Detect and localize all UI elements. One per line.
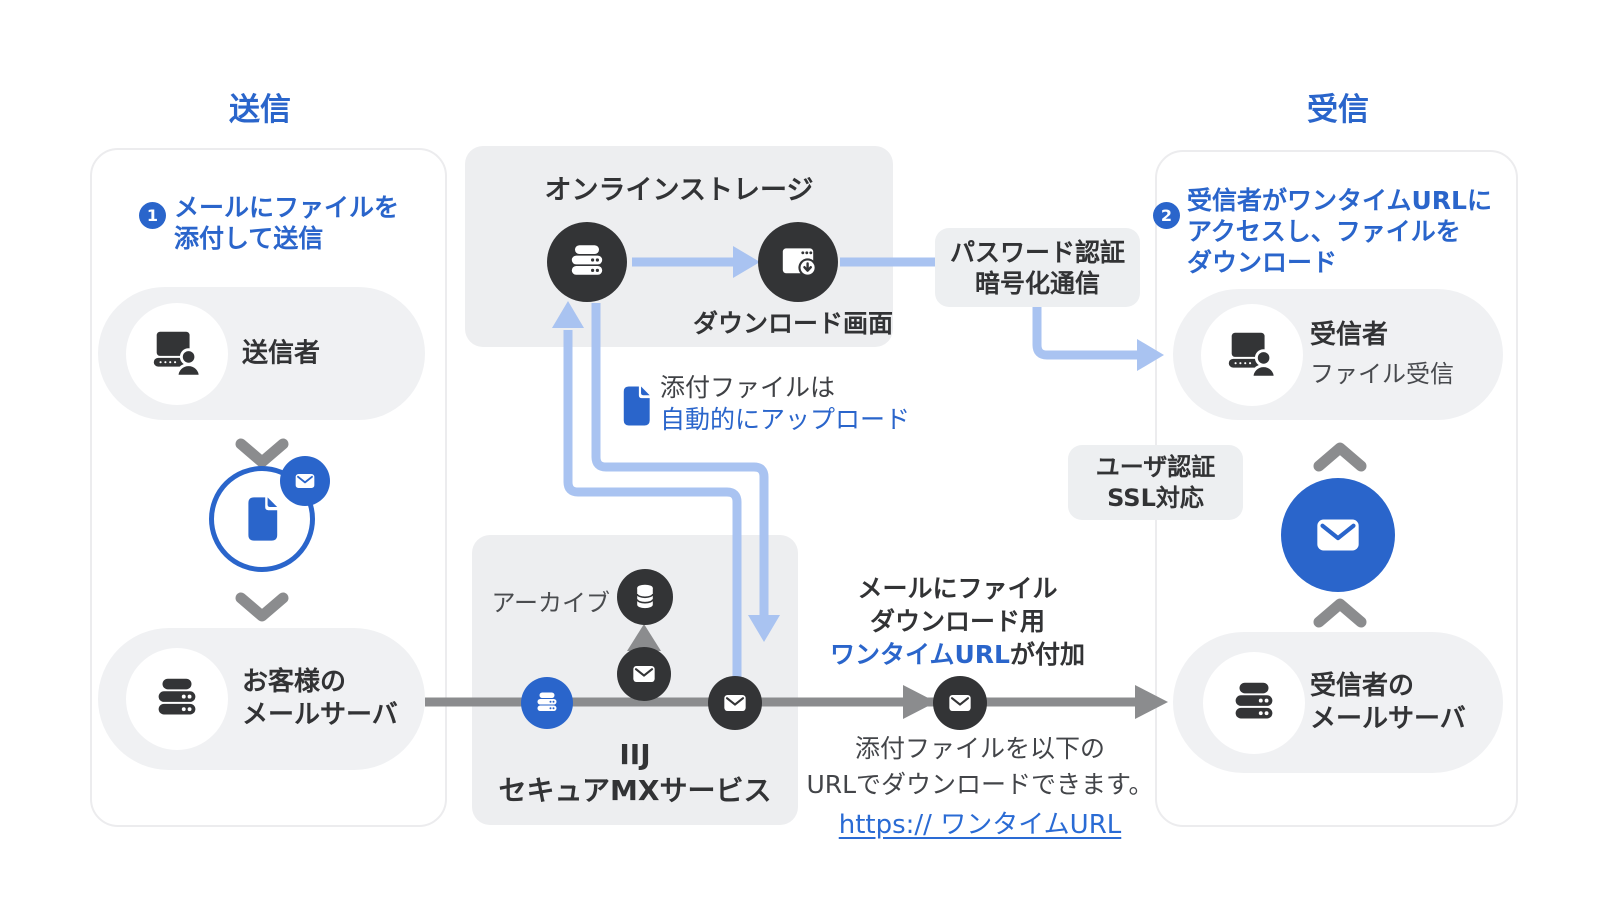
mail-body-line: URLでダウンロードできます。	[806, 770, 1154, 799]
database-icon	[627, 579, 663, 615]
password-to-receiver-arrow	[1032, 307, 1138, 360]
iij-service-name: IIJ セキュアMXサービス	[472, 737, 798, 809]
user-auth-label: ユーザ認証	[1095, 452, 1216, 481]
upload-note-line: 添付ファイルは	[660, 373, 836, 402]
url-mail-node	[933, 676, 987, 730]
step-text-line: 添付して送信	[174, 224, 324, 253]
ssl-label: SSL対応	[1107, 483, 1204, 512]
password-auth-box: パスワード認証 暗号化通信	[935, 228, 1140, 307]
step-text-line: アクセスし、ファイルを	[1187, 217, 1461, 246]
url-note-line: ダウンロード用	[869, 607, 1045, 636]
mail-icon	[944, 687, 976, 719]
mail-icon	[719, 687, 751, 719]
receiver-mail-server-label: メールサーバ	[1310, 703, 1466, 734]
sender-node: 送信者	[98, 287, 425, 420]
laptop-user-icon	[126, 302, 228, 405]
mail-icon	[291, 467, 319, 495]
storage-server-node	[547, 222, 627, 302]
iij-gateway-node	[521, 677, 573, 729]
mail-flow-arrowhead-1	[903, 685, 936, 719]
receiver-node: 受信者 ファイル受信	[1173, 289, 1503, 420]
send-title: 送信	[229, 92, 291, 128]
online-storage-title: オンラインストレージ	[544, 175, 814, 206]
receiver-mail-server-label: 受信者の	[1310, 670, 1415, 701]
url-note-rest: が付加	[1009, 640, 1085, 669]
document-icon	[242, 495, 282, 543]
iij-name-line: IIJ	[619, 738, 651, 771]
mail-flow-arrowhead-2	[1135, 685, 1168, 719]
receiver-sub-label: ファイル受信	[1310, 359, 1454, 388]
url-note-line: ワンタイムURLが付加	[800, 638, 1115, 671]
server-icon	[563, 238, 611, 286]
receiver-mail-server-node: 受信者の メールサーバ	[1173, 632, 1503, 773]
password-auth-label: パスワード認証	[949, 237, 1125, 267]
step-1-badge: 1	[139, 202, 166, 229]
step-text-line: メールにファイルを	[174, 193, 400, 222]
upload-note: 添付ファイルは 自動的にアップロード	[660, 372, 910, 436]
download-screen-node	[758, 222, 838, 302]
archive-label: アーカイブ	[491, 589, 610, 617]
upload-arrow	[563, 330, 742, 678]
onetime-url-accent: ワンタイムURL	[830, 640, 1010, 669]
encrypted-comm-label: 暗号化通信	[974, 268, 1100, 298]
receiver-label: 受信者	[1310, 319, 1389, 350]
receive-mail-node	[1281, 478, 1395, 592]
step-2-badge: 2	[1153, 202, 1180, 229]
customer-mail-server-node: お客様の メールサーバ	[98, 628, 425, 770]
onetime-url-note: メールにファイル ダウンロード用 ワンタイムURLが付加	[800, 572, 1115, 671]
customer-mail-server-label: メールサーバ	[242, 700, 398, 730]
url-return-arrow	[591, 303, 769, 616]
step-text-line: 受信者がワンタイムURLに	[1187, 186, 1492, 215]
mail-body-note: 添付ファイルを以下の URLでダウンロードできます。 https:// ワンタイ…	[780, 731, 1180, 843]
document-icon	[618, 384, 654, 432]
iij-name-line: セキュアMXサービス	[498, 774, 772, 807]
step-2-text: 受信者がワンタイムURLに アクセスし、ファイルを ダウンロード	[1187, 185, 1492, 278]
chevron-down-icon	[235, 592, 289, 622]
url-note-line: メールにファイル	[857, 574, 1058, 603]
archive-node	[617, 569, 673, 625]
server-icon	[126, 648, 228, 750]
archive-mail-node	[617, 647, 671, 701]
onetime-url-link[interactable]: https:// ワンタイムURL	[838, 810, 1122, 840]
mail-badge	[280, 456, 330, 506]
download-screen-label: ダウンロード画面	[692, 309, 893, 338]
archive-arrowhead	[627, 624, 661, 651]
chevron-up-icon	[1313, 442, 1367, 472]
user-auth-box: ユーザ認証 SSL対応	[1068, 445, 1243, 520]
mail-icon	[628, 658, 660, 690]
step-1-text: メールにファイルを 添付して送信	[174, 192, 399, 254]
laptop-user-icon	[1201, 303, 1303, 406]
server-icon	[1203, 651, 1305, 754]
browser-download-icon	[774, 238, 822, 286]
server-icon	[532, 688, 562, 718]
receive-title: 受信	[1307, 92, 1369, 128]
mail-body-line: 添付ファイルを以下の	[854, 734, 1105, 763]
mail-icon	[1307, 504, 1369, 566]
customer-mail-server-label: お客様の	[242, 667, 347, 697]
upload-note-line: 自動的にアップロード	[660, 405, 911, 434]
iij-mail-node	[708, 676, 762, 730]
sender-label: 送信者	[242, 338, 321, 368]
step-text-line: ダウンロード	[1187, 248, 1338, 277]
chevron-down-icon	[235, 438, 289, 468]
chevron-up-icon	[1313, 598, 1367, 628]
